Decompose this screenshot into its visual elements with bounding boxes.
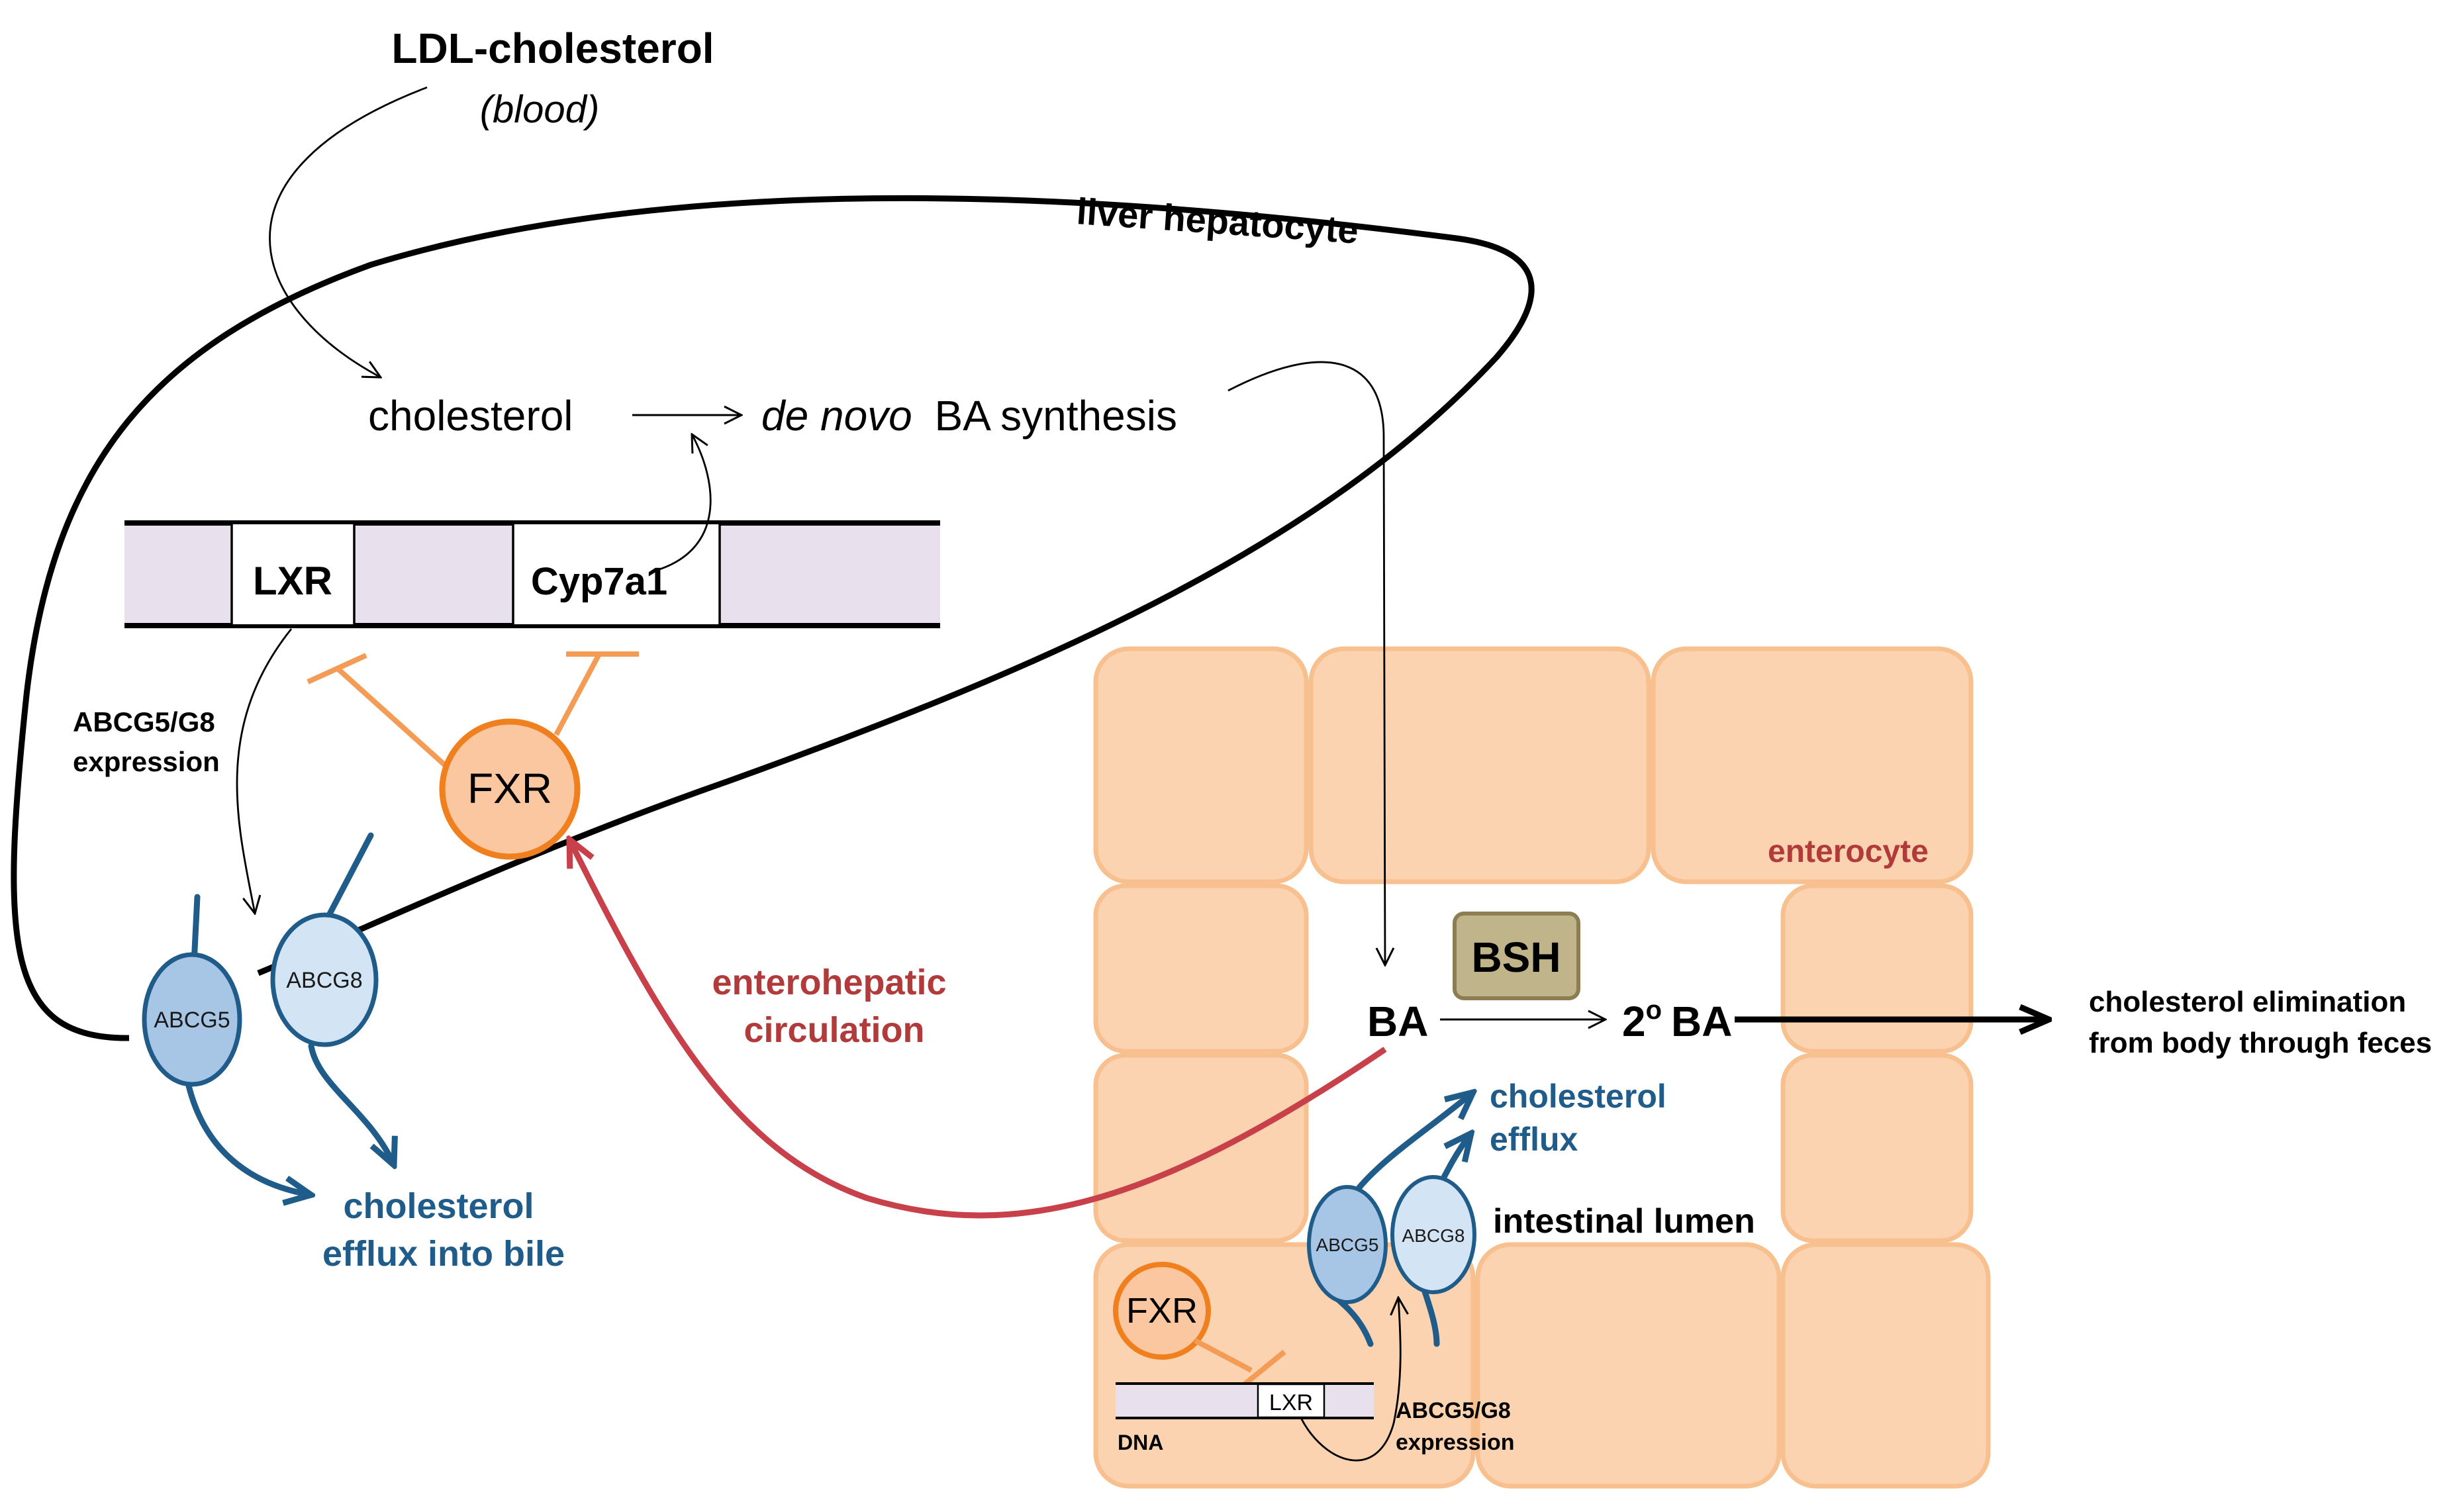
fxr-inhibit-lxr-line [336,667,459,778]
ba-synthesis-text: BA synthesis [935,392,1177,440]
efflux-into-bile-label: cholesterol efflux into bile [322,1186,565,1274]
bsh-label: BSH [1471,933,1561,981]
efflux-lumen-label: cholesterol efflux [1490,1078,1676,1158]
liver-hepatocyte-outline [11,195,1535,1041]
synthesis-to-ba-arrow [1227,361,1385,965]
fxr-inhibit-cyp7a1-line [553,653,602,736]
blood-label: (blood) [480,88,600,131]
enterocyte-cell [1651,646,1974,884]
cyp7a1-gene-box [513,524,720,624]
ba-synthesis-label: de novo BA synthesis [761,392,1177,440]
abcg8-small-transporter [1390,1175,1476,1294]
cholesterol-label: cholesterol [368,392,573,440]
abcg8-transporter [270,912,379,1047]
abcg5-tail [191,894,201,967]
abcg5-efflux-arrow [185,1082,311,1195]
enterohepatic-circulation-arrow [569,839,1387,1219]
liver-hepatocyte-label: liver hepatocyte [1075,190,1360,252]
enterocyte-label: enterocyte [1768,834,1929,869]
enterocyte-cell [1780,883,1974,1054]
fxr-liver [439,718,581,860]
abcg8-small-label: ABCG8 [1402,1225,1465,1246]
lxr-small-to-abcg-arrow [1300,1298,1400,1462]
liver-dna-strip [124,520,940,628]
cyp7a1-to-synthesis-arrow [655,434,712,572]
enterohepatic-label: enterohepatic circulation [712,963,956,1050]
fxr-liver-label: FXR [467,765,552,812]
lxr-gene-box [232,524,354,624]
enterocyte-cell [1093,646,1309,884]
abcg8-label: ABCG8 [286,968,362,993]
de-novo-text: de novo [761,392,912,440]
fxr-small-inhibit-line [1194,1338,1253,1373]
abcg5-transporter [142,952,242,1087]
ldl-to-cholesterol-arrow [269,86,428,377]
abcg5-small-label: ABCG5 [1316,1235,1379,1255]
elimination-label: cholesterol elimination from body throug… [2089,986,2432,1059]
lxr-small-label: LXR [1269,1390,1313,1415]
cyp7a1-label: Cyp7a1 [531,560,667,603]
enterocyte-cell [1093,1053,1309,1243]
enterocyte-cell [1093,883,1309,1054]
bsh-box [1453,912,1580,1000]
abcg5-label: ABCG5 [154,1008,230,1033]
ldl-cholesterol-label: LDL-cholesterol [391,24,714,72]
ba-label: BA [1367,998,1428,1045]
lxr-label: LXR [253,559,332,603]
intestine-dna-strip [1116,1382,1374,1419]
enterocyte-cell [1475,1242,1782,1489]
enterocyte-cell [1780,1242,1991,1489]
abcg-small-expression-label: ABCG5/G8 expression [1396,1398,1517,1455]
lxr-to-abcg-arrow [236,628,293,914]
enterocyte-cell [1780,1053,1974,1243]
abcg8-small-tail [1420,1284,1440,1347]
fxr-intestine-label: FXR [1126,1291,1198,1331]
fxr-intestine [1113,1262,1211,1360]
enterocyte-cell [1308,646,1651,884]
abcg8-tail [323,832,374,923]
abcg8-efflux-arrow [308,1043,394,1165]
intestinal-lumen-label: intestinal lumen [1493,1202,1755,1241]
abcg5-small-transporter [1307,1185,1388,1304]
abcg-expression-label: ABCG5/G8 expression [73,706,222,777]
fxr-inhibit-lxr-bar [307,653,367,685]
dna-bar-small [1116,1384,1374,1418]
lxr-small-box [1257,1383,1325,1419]
dna-label: DNA [1118,1431,1163,1454]
